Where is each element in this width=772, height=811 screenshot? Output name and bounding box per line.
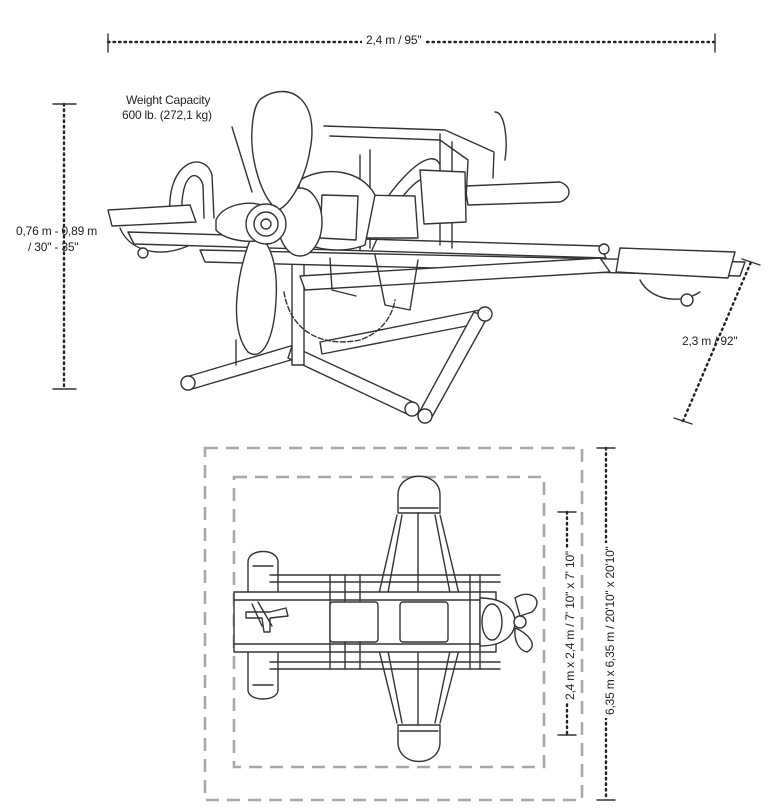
callout-leader xyxy=(231,126,253,193)
outer-area-label: 6,35 m x 6,35 m / 20'10" x 20'10" xyxy=(603,543,617,718)
weight-capacity-title: Weight Capacity xyxy=(126,93,211,107)
height-label-line1: 0,76 m - 0,89 m xyxy=(16,224,98,238)
width-label: 2,4 m / 95" xyxy=(362,33,426,47)
airplane-decal-icon xyxy=(245,601,289,633)
depth-dimension-line xyxy=(681,260,753,423)
airplane-seesaw-top-view xyxy=(233,475,538,763)
height-label-line2: / 30" - 35" xyxy=(28,240,79,254)
depth-label: 2,3 m / 92" xyxy=(682,334,738,348)
inner-area-label: 2,4 m x 2,4 m / 7' 10" x 7' 10" xyxy=(563,548,577,703)
weight-capacity-value: 600 lb. (272,1 kg) xyxy=(122,108,212,122)
use-zone-outer xyxy=(203,446,584,802)
